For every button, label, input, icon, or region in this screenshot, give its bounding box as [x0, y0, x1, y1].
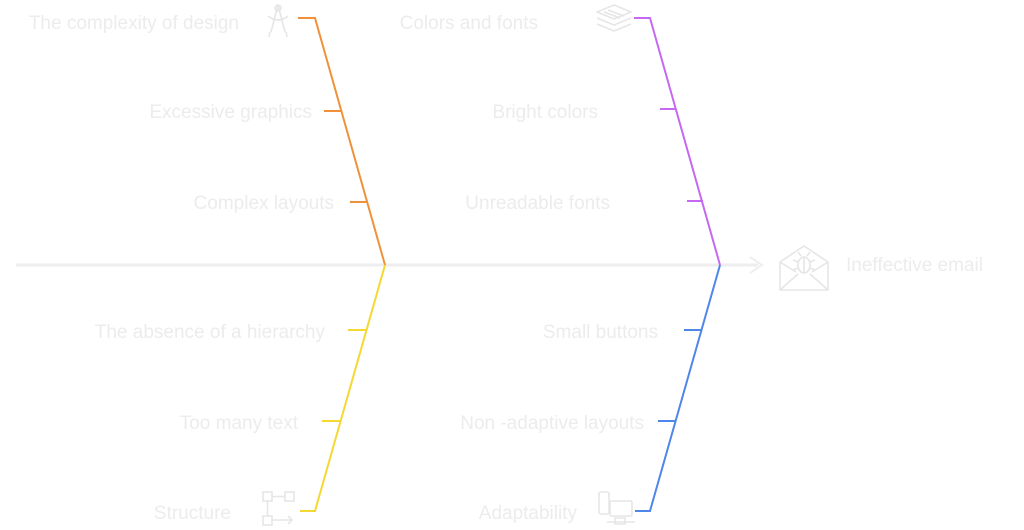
- category-label-structure: Structure: [153, 503, 231, 524]
- responsive-devices-icon: [598, 491, 635, 525]
- cause-label-complex-layouts: Complex layouts: [193, 193, 334, 214]
- pen-compass-icon: [267, 4, 289, 38]
- cause-label-unreadable-fonts: Unreadable fonts: [465, 193, 610, 214]
- spine-arrowhead: [749, 256, 764, 274]
- cause-label-too-many-text: Too many text: [179, 413, 298, 434]
- branch-adaptability: [635, 264, 721, 512]
- cause-label-absence-hierarchy: The absence of a hierarchy: [94, 322, 325, 343]
- cause-label-non-adaptive-layouts: Non -adaptive layouts: [460, 413, 644, 434]
- envelope-bug-icon: [779, 245, 829, 291]
- category-label-adaptability: Adaptability: [478, 503, 577, 524]
- category-label-design: The complexity of design: [28, 13, 239, 34]
- cause-label-small-buttons: Small buttons: [542, 322, 658, 343]
- branch-structure: [300, 264, 386, 512]
- stacked-layers-icon: [596, 4, 632, 32]
- branch-design: [298, 17, 386, 266]
- branch-colors-fonts: [634, 17, 721, 266]
- category-label-colors-fonts: Colors and fonts: [399, 13, 538, 34]
- cause-label-bright-colors: Bright colors: [492, 102, 598, 123]
- cause-label-excessive-graphics: Excessive graphics: [149, 102, 312, 123]
- effect-label: Ineffective email: [846, 255, 983, 276]
- flowchart-icon: [262, 491, 295, 526]
